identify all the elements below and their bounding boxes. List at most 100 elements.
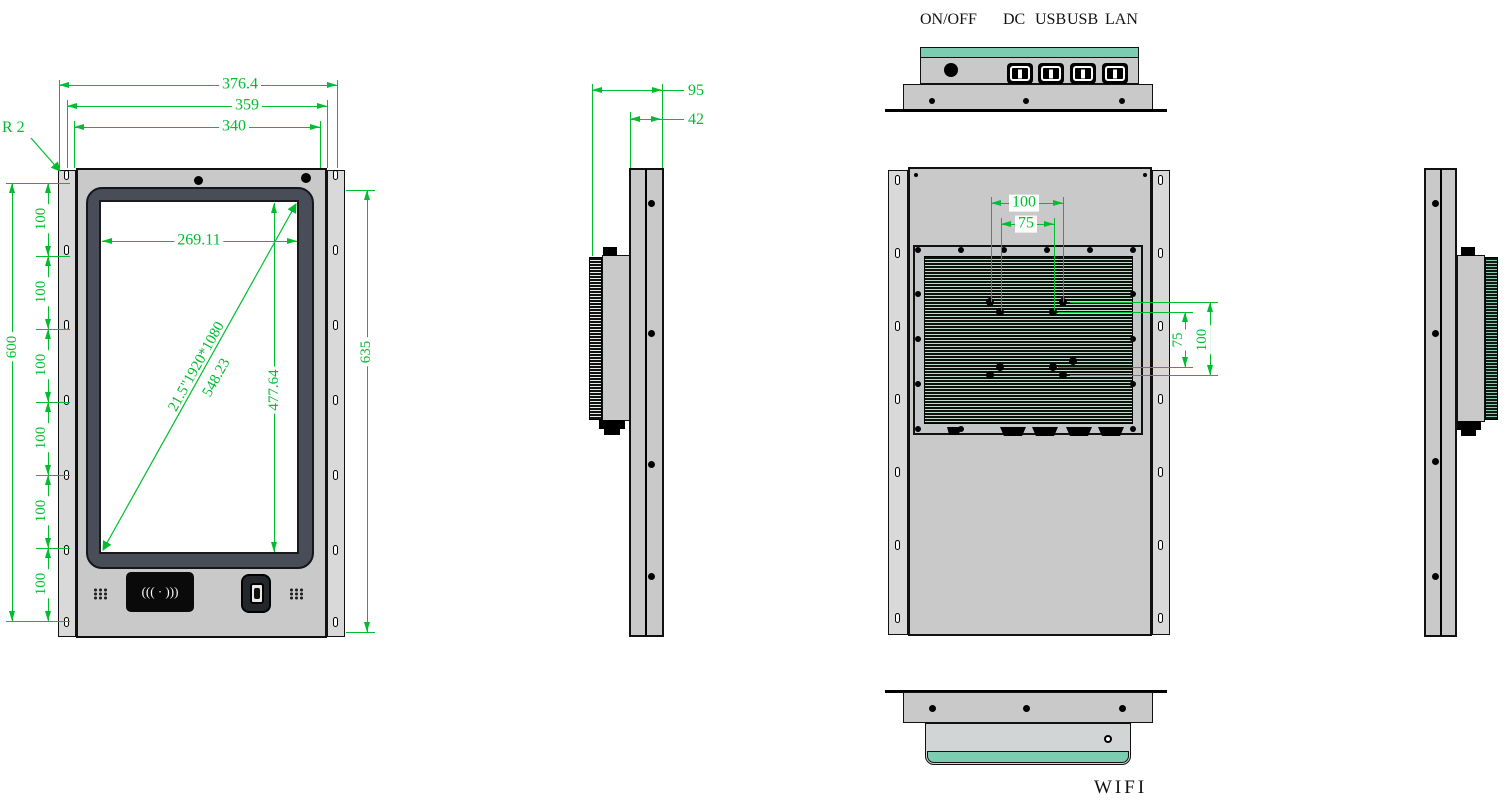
vesa-hole [1059, 298, 1067, 306]
flange-mounting-hole [1158, 175, 1163, 185]
connector-inner [1010, 66, 1030, 81]
extension-line [36, 475, 70, 476]
flange-mounting-hole [895, 175, 900, 185]
flange-mounting-hole [895, 467, 900, 477]
extension-line [592, 84, 593, 256]
extension-line [36, 402, 70, 403]
flange-mounting-hole [333, 470, 338, 480]
vesa-hole [996, 308, 1004, 316]
nfc-wave-icon: ((( · ))) [141, 584, 179, 599]
extension-line [1063, 197, 1064, 302]
flange-mounting-hole [1158, 540, 1163, 550]
screw-dot [1130, 381, 1136, 387]
side-panel-split-line [1440, 169, 1442, 636]
flange-mounting-hole [64, 617, 69, 627]
screw-dot [1001, 247, 1007, 253]
vesa-hole [1069, 357, 1077, 365]
dimension-line [364, 190, 370, 632]
cable-gland [604, 429, 620, 435]
screw-dot [1023, 98, 1029, 104]
screw-dot [915, 381, 921, 387]
extension-line [662, 84, 663, 168]
extension-line [1054, 218, 1055, 311]
screw-dot [1130, 247, 1136, 253]
extension-line [327, 100, 328, 168]
heatsink-top-bump [603, 247, 617, 256]
top-flange-line [885, 109, 1167, 112]
connector-inner [1105, 66, 1125, 81]
extension-line [320, 121, 321, 168]
screw-dot [929, 98, 935, 104]
camera-dot [194, 176, 203, 185]
screw-dot [915, 247, 921, 253]
extension-line [67, 100, 68, 168]
flange-mounting-hole [64, 545, 69, 555]
speaker-grille-left [93, 588, 107, 600]
port-label-usb2: USB [1067, 11, 1099, 28]
dim-label-width-inner: 340 [219, 118, 249, 136]
heatsink-fins [1485, 257, 1498, 420]
dc-connector [1007, 63, 1033, 84]
flange-mounting-hole [1158, 394, 1163, 404]
vesa-hole [1049, 363, 1057, 371]
connector-bump [947, 427, 961, 435]
screw-dot [648, 573, 655, 580]
screw-dot [915, 336, 921, 342]
flange-mounting-hole [64, 170, 69, 180]
screw-dot [915, 291, 921, 297]
port-label-usb1: USB [1035, 11, 1067, 28]
screw-dot [648, 200, 655, 207]
cable-gland [599, 420, 625, 429]
screw-dot [958, 426, 964, 432]
dimension-tail [662, 90, 684, 91]
connector-bump [1032, 427, 1058, 436]
screw-dot [915, 426, 921, 432]
extension-line [59, 80, 60, 168]
fingerprint-scanner [241, 574, 271, 613]
connector-inner [1073, 66, 1093, 81]
screw-dot [1087, 247, 1093, 253]
extension-line [6, 621, 70, 622]
connector-bump [1000, 427, 1026, 436]
connector-inner [1041, 66, 1061, 81]
extension-line [1058, 367, 1193, 368]
extension-line [337, 80, 338, 168]
screw-dot [1130, 336, 1136, 342]
extension-line [36, 256, 70, 257]
flange-mounting-hole [333, 170, 338, 180]
bottom-teal-strip [927, 751, 1129, 763]
flange-mounting-hole [64, 245, 69, 255]
extension-line [1070, 375, 1218, 376]
screw-dot [1432, 458, 1439, 465]
heatsink-fins [589, 257, 602, 420]
dim-label-total-depth: 95 [688, 82, 704, 99]
port-label-lan: LAN [1105, 11, 1138, 28]
heatsink-body [602, 255, 630, 421]
extension-line [346, 190, 375, 191]
dimension-line [9, 183, 15, 621]
dimension-line [592, 87, 662, 93]
vesa-hole [996, 363, 1004, 371]
wifi-antenna-hole [1104, 735, 1112, 743]
dim-label-width-outer: 376.4 [219, 76, 261, 94]
cable-gland [1461, 430, 1476, 436]
dim-label-corner-radius: R 2 [2, 119, 25, 136]
flange-mounting-hole [1158, 467, 1163, 477]
flange-mounting-hole [333, 395, 338, 405]
dimension-line [59, 82, 337, 88]
lan-connector [1102, 63, 1128, 84]
screw-dot [1044, 247, 1050, 253]
flange-mounting-hole [895, 394, 900, 404]
connector-bump [1098, 427, 1124, 436]
flange-mounting-hole [1158, 321, 1163, 331]
screw-dot [1130, 426, 1136, 432]
flange-mounting-hole [895, 613, 900, 623]
screw-dot [1119, 705, 1126, 712]
usb-connector [1070, 63, 1096, 84]
heatsink-top-bump [1461, 247, 1475, 256]
bezel-screw [301, 173, 311, 183]
extension-line [630, 112, 631, 168]
